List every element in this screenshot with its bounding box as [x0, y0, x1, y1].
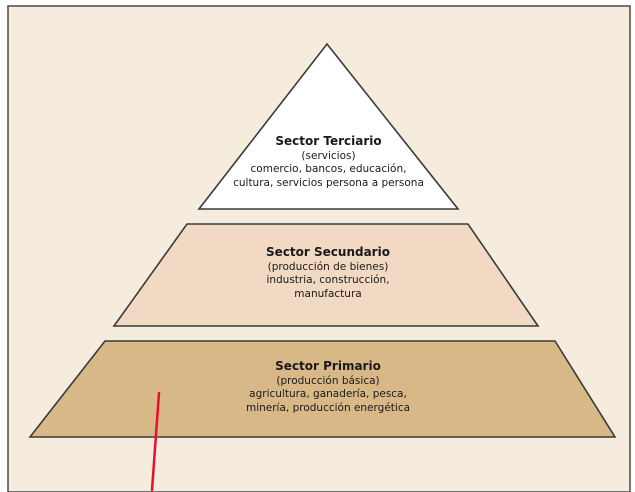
annotation-red-line — [150, 391, 161, 492]
tier-description-line: cultura, servicios persona a persona — [233, 176, 424, 189]
tier-title: Sector Terciario — [275, 134, 382, 148]
tier-description-line: agricultura, ganadería, pesca, — [249, 388, 407, 401]
tier-description-line: minería, producción energética — [245, 401, 411, 414]
tier-subtitle: (producción básica) — [276, 374, 380, 387]
pyramid-tier-primario — [28, 340, 617, 438]
tier-subtitle: (servicios) — [301, 149, 356, 162]
pyramid-tier-terciario — [197, 42, 460, 210]
label-terciario: Sector Terciario (servicios) comercio, b… — [199, 134, 458, 191]
pyramid-tier-secundario — [112, 223, 540, 327]
tier-description-line: comercio, bancos, educación, — [250, 163, 407, 176]
label-primario: Sector Primario (producción básica) agri… — [175, 359, 481, 416]
label-secundario: Sector Secundario (producción de bienes)… — [190, 245, 466, 302]
tier-title: Sector Secundario — [266, 245, 390, 259]
tier-description-line: industria, construcción, — [266, 274, 390, 287]
tier-description-line: manufactura — [294, 287, 362, 300]
tier-title: Sector Primario — [275, 359, 381, 373]
tier-subtitle: (producción de bienes) — [267, 260, 389, 273]
